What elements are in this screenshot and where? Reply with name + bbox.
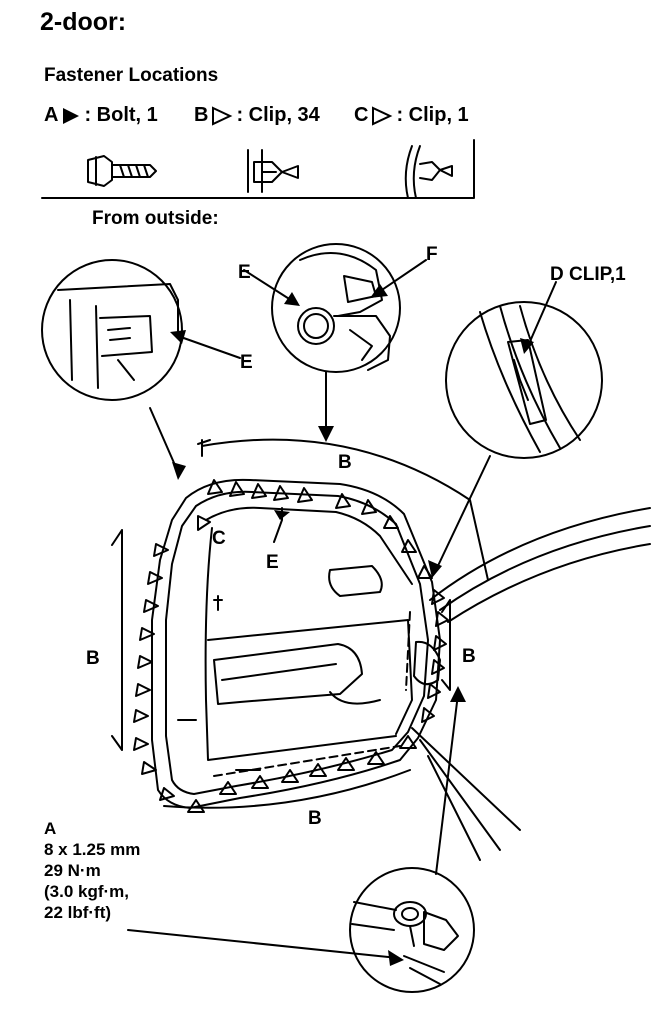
legend-box-frame [41,139,475,199]
legend-c-letter: C [354,104,369,126]
page-title: 2-door: [40,8,127,36]
clip-marker [433,635,447,651]
legend-b-text: : Clip, 34 [236,104,320,126]
clip-marker [143,599,159,613]
spec-torque-nm: 29 N·m [44,861,101,880]
detail-circle-right [445,301,603,459]
clip-marker [281,769,299,783]
solid-triangle-icon [63,107,80,124]
clip-marker [431,589,445,605]
clip-icon [247,149,299,193]
clip-marker [153,543,169,557]
clip-marker [137,655,153,669]
spec-size: 8 x 1.25 mm [44,840,141,859]
clip-marker [133,709,149,723]
side-mirror [328,565,383,597]
bolt-icon [87,155,157,187]
clip-marker [421,707,435,723]
detail-circle-upper-left [41,259,183,401]
car-body-lines [411,507,651,861]
clip-marker [297,487,313,503]
dashed-lower-seal [213,745,401,777]
view-label: From outside: [92,208,219,229]
callout-b-right: B [462,646,476,667]
clip-marker [135,683,151,697]
clip-marker [159,787,175,801]
outline-triangle-icon [212,105,233,126]
clip-marker [309,763,327,777]
legend-clip-b: B : Clip, 34 [194,104,320,127]
clip-marker [187,799,205,813]
door-outline [151,478,441,809]
clip-marker [435,611,449,627]
clip-marker [367,751,385,765]
detail-circle-bottom [349,867,475,993]
callout-b-left: B [86,648,100,669]
legend-b-letter: B [194,104,209,126]
clip-marker [361,499,377,515]
fastener-locations-heading: Fastener Locations [44,65,219,86]
clip-marker [251,483,267,499]
callout-e-door: E [266,552,279,573]
detail-circle-top [271,243,401,373]
legend-clip-c: C : Clip, 1 [354,104,469,127]
spec-letter: A [44,819,57,838]
clip-marker [219,781,237,795]
legend-c-text: : Clip, 1 [396,104,469,126]
clip-marker [139,627,155,641]
callout-e-top: E [238,262,251,283]
callout-e-upper-left: E [240,352,253,373]
clip-marker [431,659,445,675]
callout-c-corner: C [212,528,226,549]
clip-marker [401,539,417,553]
callout-f: F [426,244,438,265]
clip-marker [147,571,163,585]
legend-a-letter: A [44,104,59,126]
clip-marker [141,761,157,775]
clip-marker [273,485,289,501]
legend-a-text: : Bolt, 1 [84,104,158,126]
clip-marker [399,735,417,749]
dashed-rear-seal [405,611,411,691]
clip-marker [417,565,433,579]
spec-torque-kgf: (3.0 kgf·m, [44,882,130,901]
clip-marker [133,737,149,751]
clip-marker [427,683,441,699]
spec-torque-lbf: 22 lbf·ft) [44,903,112,922]
leader-lines [127,259,557,959]
clip-marker [335,493,351,509]
arrowheads [170,284,534,966]
bolt-spec: A 8 x 1.25 mm 29 N·m (3.0 kgf·m, 22 lbf·… [44,818,140,923]
clip-marker [229,481,245,497]
clip-marker [251,775,269,789]
callout-b-top: B [338,452,352,473]
clip-marker [337,757,355,771]
outline-triangle-icon [372,105,393,126]
clip-marker [383,515,399,529]
callout-b-bottom: B [308,808,322,829]
callout-d-clip: D CLIP,1 [550,264,626,285]
clip-c-marker [197,515,211,531]
clip-marker [207,479,223,495]
door-clip-icon [404,145,453,199]
clip-markers [133,479,449,813]
legend-bolt: A : Bolt, 1 [44,104,158,127]
